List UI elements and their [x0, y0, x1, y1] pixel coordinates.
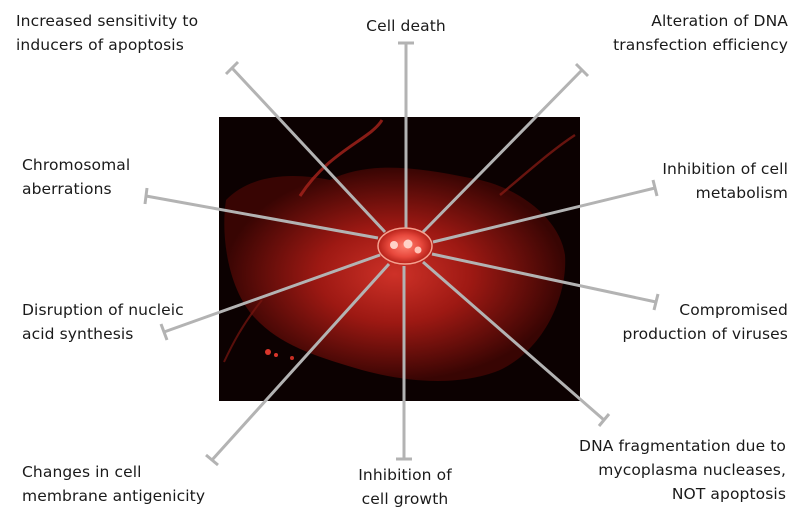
cell-fragment — [290, 356, 294, 360]
inhibitor-lines — [143, 41, 660, 467]
label-apoptosis-sensitivity: Increased sensitivity to inducers of apo… — [16, 12, 199, 54]
line-dna-fragmentation — [422, 260, 611, 427]
nucleolus — [414, 246, 422, 254]
line-cell-death — [398, 41, 414, 228]
cell-micrograph — [219, 117, 580, 401]
line-cell-growth — [396, 266, 412, 461]
label-dna-transfection: Alteration of DNA transfection efficienc… — [613, 12, 788, 54]
line-cell-metabolism — [432, 179, 659, 244]
cell-filopodium — [223, 299, 263, 363]
cell-fragment — [265, 349, 271, 355]
line-nucleic-acid-synthesis — [159, 253, 381, 341]
label-cell-death: Cell death — [366, 17, 446, 35]
label-chromosomal-aberrations: Chromosomal aberrations — [22, 156, 131, 198]
line-dna-transfection — [421, 62, 590, 234]
cell-nucleus — [377, 227, 433, 265]
label-membrane-antigenicity: Changes in cell membrane antigenicity — [22, 463, 206, 505]
nucleolus — [390, 241, 398, 249]
line-apoptosis-sensitivity — [224, 60, 387, 234]
label-cell-metabolism: Inhibition of cell metabolism — [662, 160, 788, 202]
cell-fragment — [274, 353, 278, 357]
nucleolus — [403, 239, 413, 249]
label-cell-growth: Inhibition of cell growth — [358, 466, 452, 508]
label-nucleic-acid-synthesis: Disruption of nucleic acid synthesis — [22, 301, 184, 343]
cell-filopodium — [499, 133, 576, 196]
cell-body — [224, 167, 566, 381]
label-virus-production: Compromised production of viruses — [622, 301, 788, 343]
cell-filopodium — [298, 119, 384, 197]
line-chromosomal-aberrations — [143, 187, 379, 240]
label-dna-fragmentation: DNA fragmentation due to mycoplasma nucl… — [579, 437, 786, 503]
line-virus-production — [431, 252, 660, 311]
line-membrane-antigenicity — [205, 262, 391, 467]
